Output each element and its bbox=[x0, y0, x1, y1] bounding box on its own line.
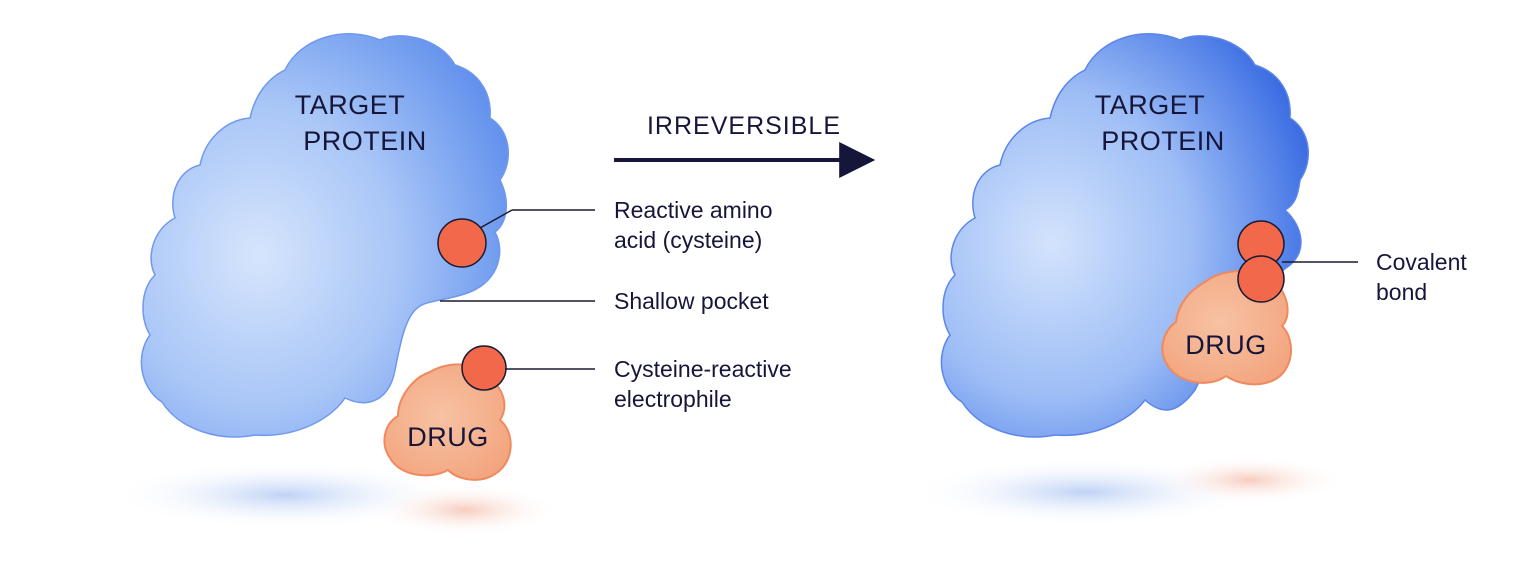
callout-bond-line2: bond bbox=[1376, 279, 1427, 305]
protein-label-line1: TARGET bbox=[295, 90, 406, 120]
callout-amino-line1: Reactive amino bbox=[614, 197, 773, 223]
protein-label-line2-right: PROTEIN bbox=[1101, 126, 1225, 156]
electrophile-circle bbox=[461, 345, 507, 391]
drug-shadow bbox=[370, 484, 560, 536]
target-protein-blob bbox=[140, 33, 509, 438]
right-panel: TARGET PROTEIN DRUG Covalent bond bbox=[910, 33, 1467, 526]
callout-amino-line2: acid (cysteine) bbox=[614, 227, 762, 253]
callout-pocket: Shallow pocket bbox=[614, 288, 769, 314]
drug-label-right: DRUG bbox=[1185, 330, 1267, 360]
left-panel: TARGET PROTEIN DRUG Reactive amino acid … bbox=[110, 33, 792, 536]
cysteine-circle bbox=[437, 218, 487, 268]
protein-label-line2: PROTEIN bbox=[303, 126, 427, 156]
callout-electrophile-line1: Cysteine-reactive bbox=[614, 356, 792, 382]
callout-bond-line1: Covalent bbox=[1376, 249, 1467, 275]
protein-label-line1-right: TARGET bbox=[1095, 90, 1206, 120]
electrophile-circle-bound bbox=[1237, 255, 1285, 303]
irreversible-arrow: IRREVERSIBLE bbox=[614, 112, 876, 178]
callout-line-amino bbox=[479, 209, 513, 229]
arrow-label: IRREVERSIBLE bbox=[647, 112, 841, 140]
drug-shadow-right bbox=[1155, 456, 1345, 504]
callout-electrophile-line2: electrophile bbox=[614, 386, 732, 412]
drug-label: DRUG bbox=[407, 422, 489, 452]
